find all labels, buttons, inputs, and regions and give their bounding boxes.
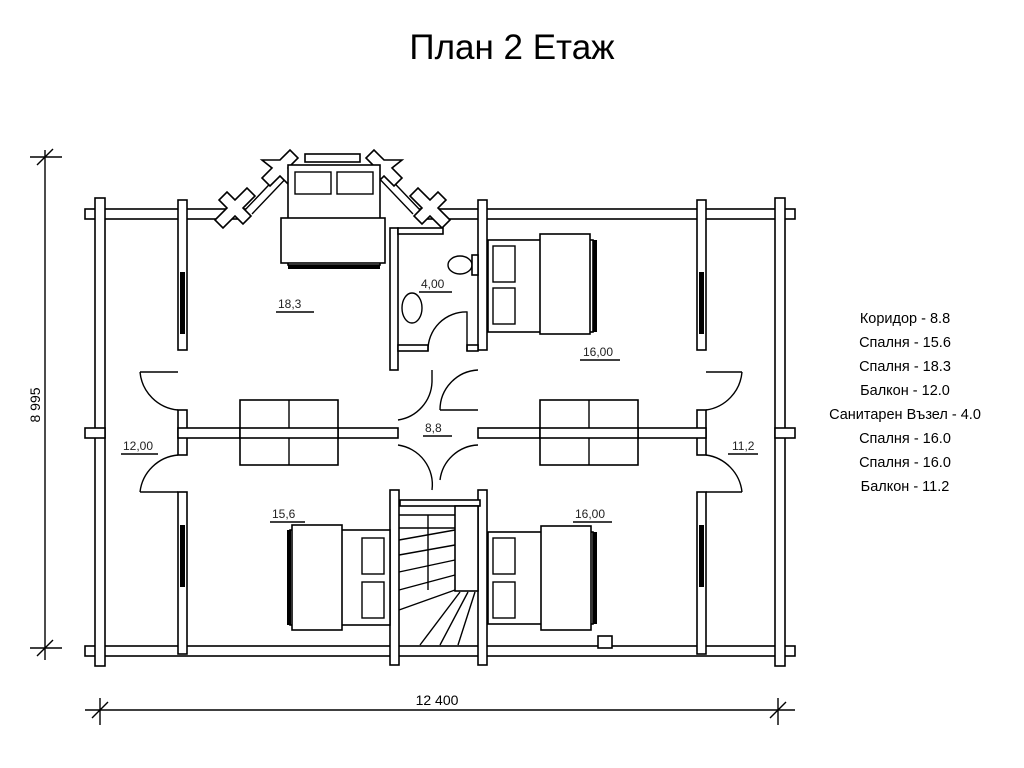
bathroom-fixtures xyxy=(401,254,479,324)
room-label-bathroom: 4,00 xyxy=(421,277,445,291)
legend-item: Спалня - 16.0 xyxy=(859,431,951,447)
room-label-bedroom-15-6: 15,6 xyxy=(272,507,296,521)
legend-item: Спалня - 15.6 xyxy=(859,335,951,351)
wardrobes xyxy=(239,399,639,466)
legend-item: Спалня - 18.3 xyxy=(859,359,951,375)
room-label-bedroom-18-3: 18,3 xyxy=(278,297,302,311)
staircase xyxy=(398,514,476,646)
room-label-balcony-left: 12,00 xyxy=(123,439,153,453)
legend-item: Санитарен Възел - 4.0 xyxy=(829,407,981,423)
height-dimension-label: 8 995 xyxy=(27,387,43,422)
room-area-legend: Коридор - 8.8 Спалня - 15.6 Спалня - 18.… xyxy=(810,307,1000,499)
doors xyxy=(139,311,743,493)
legend-item: Балкон - 12.0 xyxy=(860,383,950,399)
legend-item: Коридор - 8.8 xyxy=(859,311,951,327)
outer-walls xyxy=(84,197,796,667)
legend-item: Балкон - 11.2 xyxy=(860,479,950,495)
legend-item: Спалня - 16.0 xyxy=(859,455,951,471)
width-dimension-line xyxy=(85,698,795,725)
beds xyxy=(280,164,597,631)
room-label-bedroom-bottom-right: 16,00 xyxy=(575,507,605,521)
room-label-corridor: 8,8 xyxy=(425,421,442,435)
room-label-balcony-right: 11,2 xyxy=(732,439,755,453)
width-dimension-label: 12 400 xyxy=(416,692,459,708)
height-dimension-line xyxy=(30,148,62,660)
page-title: План 2 Етаж xyxy=(409,28,615,67)
room-label-bedroom-top-right: 16,00 xyxy=(583,345,613,359)
windows xyxy=(180,272,704,587)
